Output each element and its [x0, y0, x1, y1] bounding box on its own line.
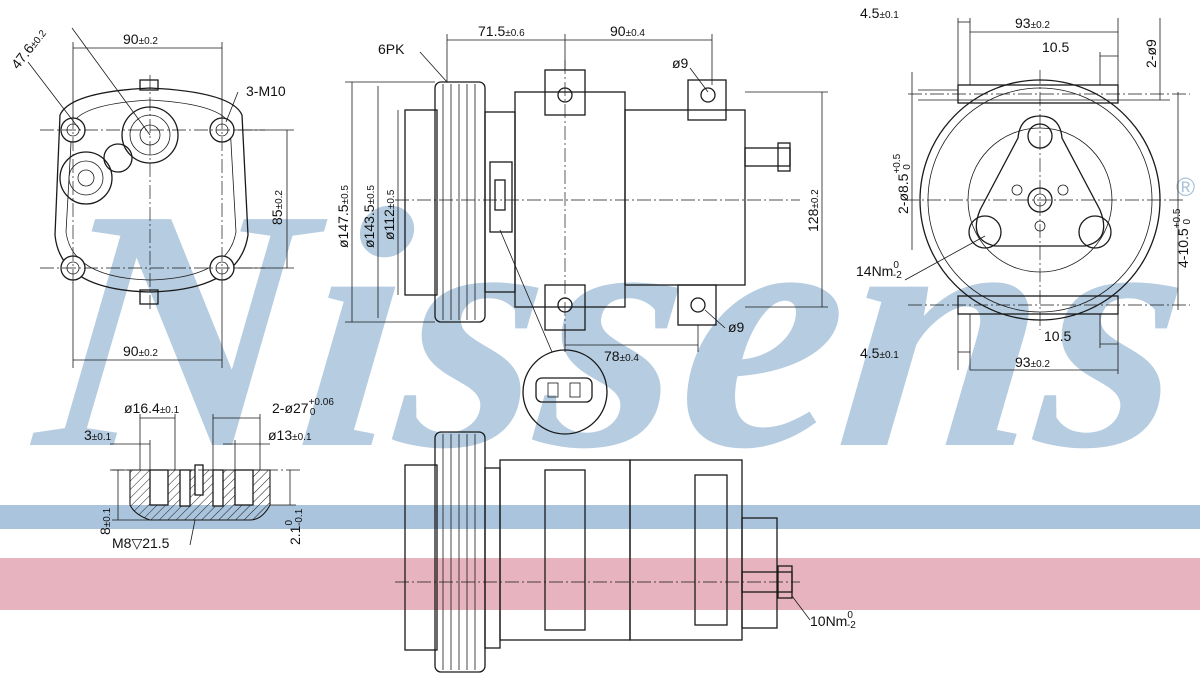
- section-depth: 3±0.1: [84, 427, 112, 443]
- section-thread-label: M8▽21.5: [112, 535, 170, 551]
- section-bore: ø16.4±0.1: [124, 400, 180, 416]
- registered-mark: ®: [1176, 172, 1195, 202]
- side-view: [345, 34, 828, 435]
- rear-bottom-offset: 4.5±0.1: [860, 345, 899, 361]
- rear-bottom-width: 93±0.2: [1015, 354, 1050, 370]
- brand-watermark: Nissens: [20, 138, 1200, 520]
- side-dia2: ø143.5±0.5: [361, 185, 377, 248]
- side-dim-c: 78±0.4: [604, 348, 639, 364]
- pink-band: [0, 558, 1200, 610]
- side-dim-b: 90±0.4: [610, 23, 645, 39]
- front-view: [27, 27, 294, 368]
- bottom-view: [395, 431, 811, 673]
- section-inner: ø13±0.1: [268, 427, 312, 443]
- section-view: [110, 414, 300, 546]
- rear-top-gap: 10.5: [1042, 39, 1069, 55]
- bottom-torque: 10Nm0-2: [810, 610, 856, 631]
- section-height: 8±0.1: [97, 507, 113, 535]
- rear-hole-depth: 4-10.5+0.50: [1172, 208, 1193, 268]
- side-height: 128±0.2: [805, 189, 821, 232]
- section-step: 2.10-0.1: [284, 508, 305, 545]
- front-height: 85±0.2: [269, 190, 285, 225]
- rear-holes-top: 2-ø9: [1143, 39, 1159, 68]
- front-top-width: 90±0.2: [123, 31, 158, 47]
- rear-bottom-gap: 10.5: [1044, 328, 1071, 344]
- side-dim-a: 71.5±0.6: [478, 23, 525, 39]
- rear-top-width: 93±0.2: [1015, 15, 1050, 31]
- rear-view: [904, 18, 1190, 374]
- side-dia3: ø112±0.5: [381, 189, 397, 240]
- rear-top-offset: 4.5±0.1: [860, 5, 899, 21]
- belt-label: 6PK: [378, 41, 405, 57]
- front-diagonal: 47.6±0.2: [8, 25, 50, 72]
- side-hole-bottom: ø9: [728, 319, 745, 335]
- front-bottom-width: 90±0.2: [123, 343, 158, 359]
- front-thread-label: 3-M10: [246, 83, 286, 99]
- rear-torque: 14Nm0-2: [856, 260, 902, 281]
- side-dia1: ø147.5±0.5: [335, 185, 351, 248]
- side-hole-top: ø9: [672, 55, 689, 71]
- rear-hole-diameter: 2-ø8.5+0.50: [892, 153, 913, 214]
